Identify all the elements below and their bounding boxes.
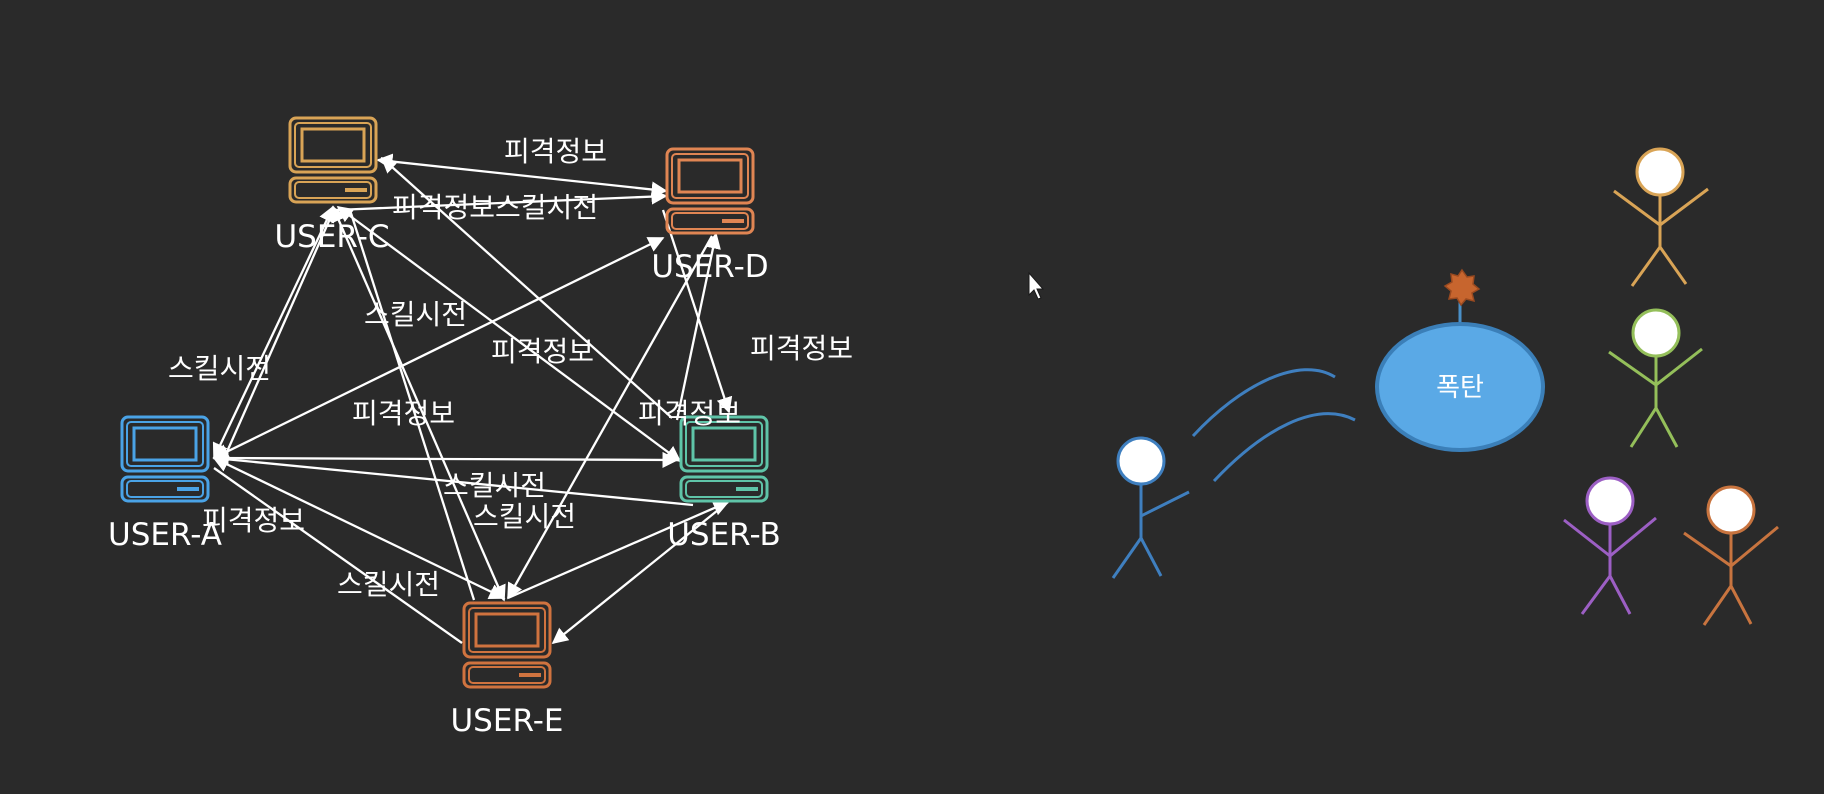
edge-label: 피격정보스킬시전	[392, 191, 598, 224]
arrow-b-c	[380, 156, 673, 419]
throw-motion-line	[1212, 412, 1356, 483]
arrow-c-e2	[348, 209, 476, 601]
arrow-c-a2	[224, 211, 335, 455]
edge-label: 피격정보	[504, 135, 607, 168]
edge-label: 피격정보	[491, 335, 594, 368]
arrow-c-e	[331, 205, 506, 602]
edge-label: 스킬시전	[443, 469, 546, 502]
computer-icon-user-c	[288, 116, 378, 204]
arrow-b-d	[675, 232, 721, 421]
arrow-e-a2	[213, 467, 463, 644]
computer-icon-user-a	[120, 415, 210, 503]
stick-figure-icon-thrower	[1111, 436, 1190, 579]
edge-label: 피격정보	[352, 397, 455, 430]
user-d-label: USER-D	[651, 249, 768, 285]
throw-motion-line	[1191, 368, 1336, 438]
arrow-a-b	[212, 450, 679, 468]
user-c-label: USER-C	[274, 219, 389, 255]
mouse-pointer-icon	[1028, 271, 1045, 300]
edge-label: 스킬시전	[337, 568, 440, 601]
edge-label: 피격정보	[202, 504, 305, 537]
arrow-c-d	[376, 153, 668, 198]
edge-label: 스킬시전	[168, 352, 271, 385]
arrow-d-e	[506, 235, 714, 600]
user-e-label: USER-E	[450, 703, 563, 739]
bomb-icon: 폭탄	[1375, 268, 1545, 452]
stick-figure-icon-orange	[1683, 485, 1779, 626]
stick-figure-icon-purple	[1563, 476, 1657, 615]
edge-label: 스킬시전	[473, 500, 576, 533]
arrow-d-b	[661, 209, 733, 414]
stick-figure-icon-green	[1608, 308, 1703, 448]
arrow-b-e	[551, 501, 729, 645]
arrow-e-b	[507, 500, 730, 600]
fuse-spark-icon	[1443, 268, 1481, 307]
user-a-label: USER-A	[108, 517, 222, 553]
network-arrows	[212, 153, 733, 645]
user-b-label: USER-B	[667, 517, 781, 553]
computer-icon-user-d	[665, 147, 755, 235]
computer-icon-user-e	[462, 601, 552, 689]
stick-figure-icon-yellow	[1613, 147, 1709, 287]
edge-label: 스킬시전	[364, 298, 467, 331]
bomb-label: 폭탄	[1436, 373, 1484, 403]
edge-label: 피격정보	[638, 397, 741, 430]
edge-label: 피격정보	[750, 332, 853, 365]
